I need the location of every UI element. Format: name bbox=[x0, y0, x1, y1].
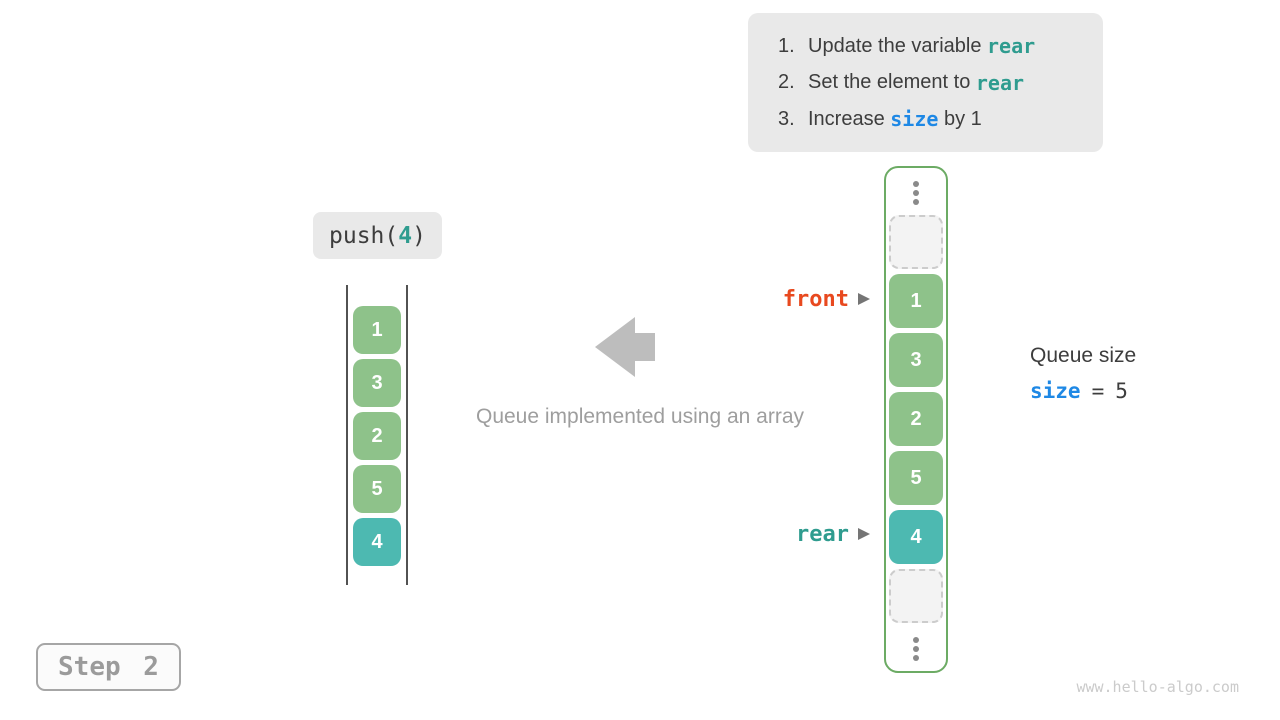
rear-pointer: rear bbox=[745, 521, 870, 547]
step-text: Increase bbox=[808, 107, 891, 130]
push-call-label: push(4) bbox=[313, 212, 442, 259]
front-pointer-label: front bbox=[782, 286, 849, 312]
array-empty-cell bbox=[889, 569, 943, 623]
array-container: 1 3 2 5 4 bbox=[884, 166, 948, 673]
queue-cell: 2 bbox=[353, 412, 401, 460]
front-pointer: front bbox=[745, 286, 870, 312]
step-number: 3. bbox=[778, 107, 795, 130]
step-number: 1. bbox=[778, 34, 795, 57]
step-text: Update the variable bbox=[808, 34, 988, 57]
size-value: 5 bbox=[1115, 379, 1128, 403]
pointer-arrow-icon bbox=[858, 528, 870, 540]
push-arg: 4 bbox=[398, 222, 413, 249]
queue-visual: 1 3 2 5 4 bbox=[346, 285, 408, 585]
code-token-size: size bbox=[890, 107, 939, 132]
ellipsis-dot bbox=[913, 199, 919, 205]
ellipsis-icon bbox=[913, 181, 919, 205]
array-cell-front: 1 bbox=[889, 274, 943, 328]
ellipsis-icon bbox=[913, 637, 919, 661]
code-token-rear: rear bbox=[987, 34, 1036, 59]
array-cell-rear: 4 bbox=[889, 510, 943, 564]
queue-size-block: Queue size size = 5 bbox=[1030, 344, 1136, 403]
size-variable: size bbox=[1030, 379, 1081, 403]
step-text: Set the element to bbox=[808, 71, 976, 94]
instruction-step-2: 2. Set the element to rear bbox=[778, 65, 1103, 102]
array-empty-cell bbox=[889, 215, 943, 269]
array-cell: 2 bbox=[889, 392, 943, 446]
watermark: www.hello-algo.com bbox=[1076, 678, 1239, 696]
array-cell: 5 bbox=[889, 451, 943, 505]
diagram-caption: Queue implemented using an array bbox=[475, 405, 805, 428]
queue-cell-new: 4 bbox=[353, 518, 401, 566]
left-arrow-icon bbox=[595, 317, 655, 377]
rear-pointer-label: rear bbox=[796, 521, 849, 547]
equals-sign: = bbox=[1091, 379, 1105, 403]
ellipsis-dot bbox=[913, 190, 919, 196]
code-token-rear: rear bbox=[975, 70, 1025, 95]
left-arrow-head bbox=[595, 317, 635, 377]
ellipsis-dot bbox=[913, 181, 919, 187]
step-badge: Step 2 bbox=[36, 643, 181, 691]
queue-cell: 3 bbox=[353, 359, 401, 407]
push-close: ) bbox=[412, 222, 426, 249]
queue-size-title: Queue size bbox=[1030, 344, 1137, 367]
instruction-step-3: 3. Increase size by 1 bbox=[778, 101, 1103, 138]
ellipsis-dot bbox=[913, 646, 919, 652]
instruction-step-1: 1. Update the variable rear bbox=[778, 28, 1103, 65]
ellipsis-dot bbox=[913, 637, 919, 643]
step-text-post: by 1 bbox=[938, 107, 982, 130]
ellipsis-dot bbox=[913, 655, 919, 661]
step-number: 2. bbox=[778, 71, 795, 94]
push-fn: push( bbox=[329, 222, 399, 249]
instruction-box: 1. Update the variable rear 2. Set the ele… bbox=[748, 13, 1103, 152]
pointer-arrow-icon bbox=[858, 293, 870, 305]
array-cell: 3 bbox=[889, 333, 943, 387]
queue-size-expression: size = 5 bbox=[1030, 379, 1136, 403]
queue-cell: 5 bbox=[353, 465, 401, 513]
queue-cell: 1 bbox=[353, 306, 401, 354]
left-arrow-tail bbox=[635, 333, 655, 361]
